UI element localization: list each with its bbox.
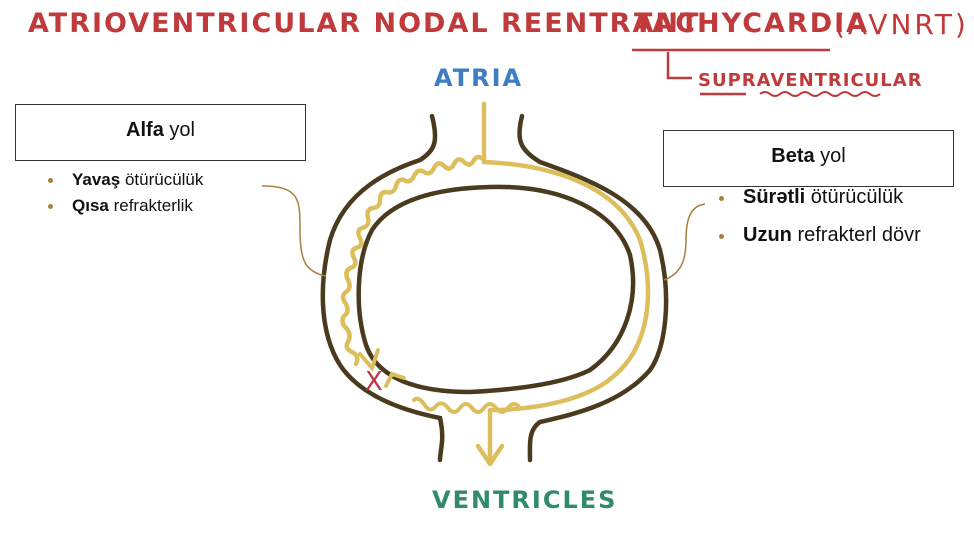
alpha-properties-list: Yavaş ötürücülük Qısa refrakterlik (48, 170, 203, 222)
alpha-leader-line (261, 185, 327, 277)
supraventricular-bracket (666, 52, 692, 80)
beta-arrowhead (475, 443, 505, 467)
tachycardia-label: TACHYCARDIA (634, 8, 870, 39)
outer-wall-left (320, 113, 445, 463)
bullet-icon (719, 196, 724, 201)
beta-box-title: Beta yol (771, 145, 846, 167)
alpha-pathway (340, 154, 487, 367)
conduction-block-marker: X (365, 367, 383, 397)
beta-pathway (481, 101, 651, 463)
diagram-title: ATRIOVENTRICULAR NODAL REENTRANT (28, 8, 701, 39)
list-item: Yavaş ötürücülük (48, 170, 203, 196)
list-item: Qısa refrakterlik (48, 196, 203, 222)
supraventricular-label: SUPRAVENTRICULAR (698, 70, 923, 91)
bullet-icon (719, 234, 724, 239)
beta-leader-line (663, 203, 706, 281)
bullet-icon (48, 178, 53, 183)
supraventricular-wavy-underline (759, 91, 881, 97)
list-item: Sürətli ötürücülük (719, 186, 921, 224)
list-item: Uzun refrakterl dövr (719, 224, 921, 262)
inner-wall (356, 184, 636, 395)
atria-label: ATRIA (434, 64, 524, 92)
retrograde-arrowhead (384, 371, 406, 388)
alpha-box-title: Alfa yol (126, 119, 195, 141)
avnrt-abbreviation: (AVNRT) (834, 8, 969, 41)
alpha-pathway-box: Alfa yol (15, 104, 306, 161)
beta-properties-list: Sürətli ötürücülük Uzun refrakterl dövr (719, 186, 921, 262)
alpha-arrowhead (358, 348, 380, 372)
retrograde-pathway (412, 396, 522, 414)
ventricles-label: VENTRICLES (432, 486, 618, 514)
beta-pathway-box: Beta yol (663, 130, 954, 187)
outer-wall-right (517, 113, 669, 463)
bullet-icon (48, 204, 53, 209)
